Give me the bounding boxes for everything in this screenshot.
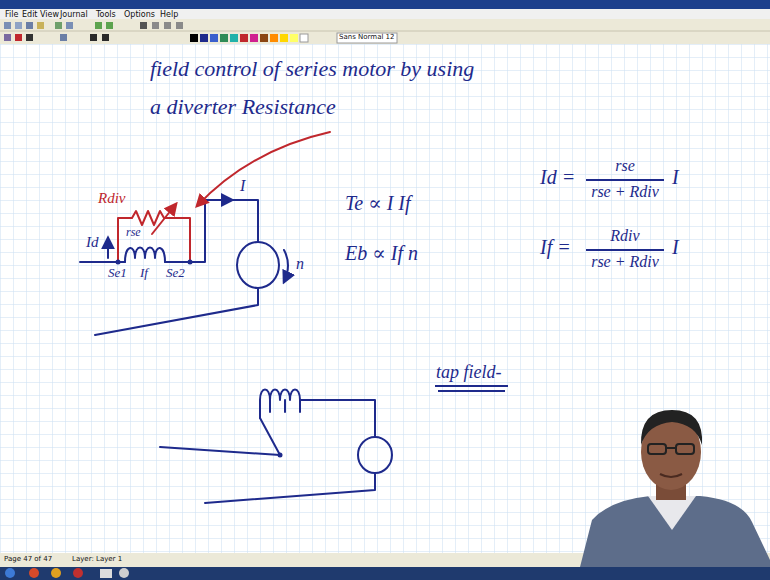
page-indicator: Page 47 of 47 [4,555,52,563]
resistor-label: Rdiv [98,190,126,207]
speed-label: n [296,255,304,273]
menu-item: Help [160,10,178,19]
menu-item: Edit [22,10,38,19]
diverter-resistor [118,132,330,262]
taps [270,400,300,412]
terminal-label: Se1 [108,266,127,281]
current-label: Id [86,234,99,251]
pointer-arrow [197,132,330,206]
tool-icons [4,22,183,41]
task-bar [0,567,770,580]
emf-equation: Eb ∝ If n [345,242,418,265]
speed-arrow [284,250,288,282]
terminal-label: Se2 [166,266,185,281]
underline [435,386,508,391]
current-symbol: I [672,236,679,259]
tool-bar-divider [0,31,770,32]
switch-dot [278,453,283,458]
section-note: tap field- [436,362,502,383]
task-icons [5,568,129,578]
lecturer [580,410,770,567]
color-palette [190,34,308,42]
menu-item: File [5,10,18,19]
title-bar [0,0,770,9]
page-heading: field control of series motor by using a… [150,50,480,126]
menu-item: View [40,10,59,19]
layer-indicator: Layer: Layer 1 [72,555,122,563]
motor-armature [237,242,279,288]
equation-lhs: If = [540,236,571,259]
resistance-label: rse [126,226,141,240]
tapped-field-circuit [160,390,392,504]
fraction-bars [586,180,664,250]
tool-bar [0,19,770,44]
series-field-coil [125,248,165,263]
torque-equation: Te ∝ I If [345,192,411,215]
motor-armature [358,437,392,473]
fraction-denominator: rse + Rdiv [591,253,659,271]
menu-item: Journal [60,10,88,19]
junction-dots [116,260,193,265]
fraction-denominator: rse + Rdiv [591,183,659,201]
tapped-coil [260,390,375,438]
current-symbol: I [672,166,679,189]
grid-paper [0,44,770,553]
font-box [337,33,397,43]
current-label: I [240,177,245,195]
fraction-numerator: rse [615,157,635,175]
fraction-numerator: Rdiv [610,227,639,245]
menu-item: Tools [96,10,116,19]
menu-bar [0,9,770,19]
font-name: Sans Normal 12 [339,33,395,41]
equation-lhs: Id = [540,166,575,189]
current-label: If [140,266,148,281]
series-circuit [80,200,288,335]
menu-item: Options [124,10,155,19]
current-arrow [107,238,109,258]
